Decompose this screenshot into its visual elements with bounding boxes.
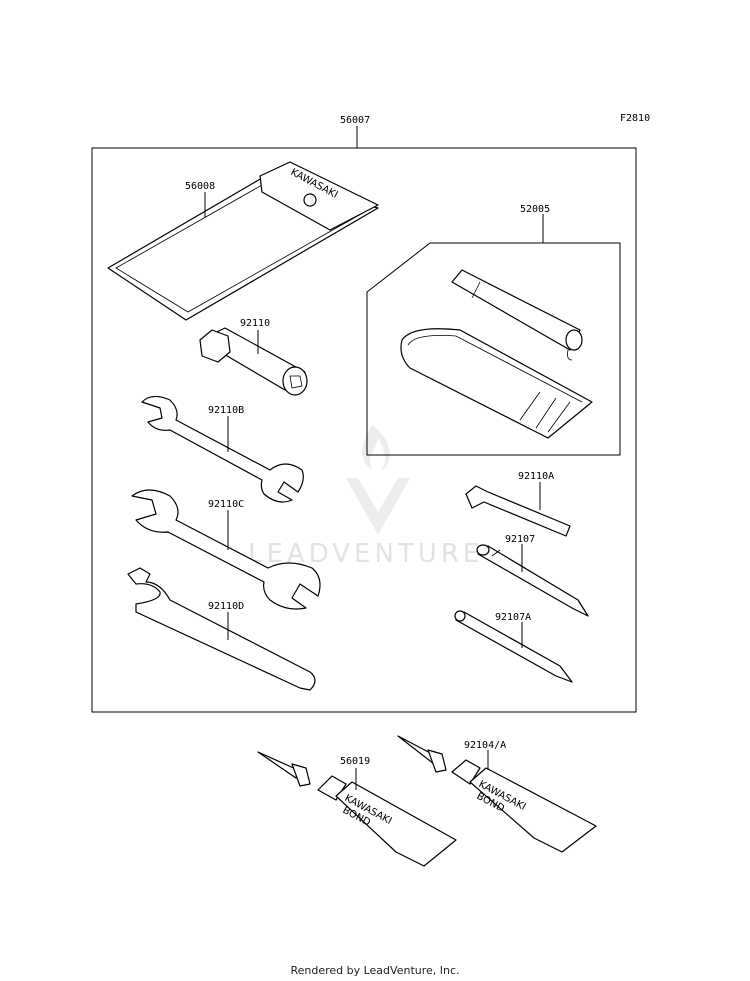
open-wrench-large: [131, 489, 321, 610]
pump-bag: [400, 328, 593, 439]
label-hex-key: 92110A: [518, 471, 554, 482]
screwdriver: [476, 544, 589, 617]
label-bond-1: 56019: [340, 756, 370, 767]
label-wrench-c: 92110C: [208, 499, 244, 510]
tire-pump: [451, 269, 583, 361]
open-wrench-small: [141, 395, 304, 503]
hook-wrench: [127, 567, 316, 691]
render-credit: Rendered by LeadVenture, Inc.: [290, 964, 460, 977]
tool-pouch: KAWASAKI: [107, 161, 379, 321]
screwdriver-a: [454, 610, 573, 683]
label-screwdriver-a: 92107A: [495, 612, 531, 623]
label-bond-2: 92104/A: [464, 740, 506, 751]
hex-key: [465, 485, 571, 537]
kit-box: [91, 147, 637, 713]
figure-code: F2810: [620, 113, 650, 124]
label-screwdriver: 92107: [505, 534, 535, 545]
label-pouch: 56008: [185, 181, 215, 192]
label-wrench-d: 92110D: [208, 601, 244, 612]
pump-kit-box: [366, 242, 621, 456]
label-kit: 56007: [340, 115, 370, 126]
plug-wrench: [199, 327, 308, 396]
label-pump-kit: 52005: [520, 204, 550, 215]
label-wrench-b: 92110B: [208, 405, 244, 416]
bond-tube-1: KAWASAKI BOND: [257, 751, 457, 867]
label-plug-wrench: 92110: [240, 318, 270, 329]
